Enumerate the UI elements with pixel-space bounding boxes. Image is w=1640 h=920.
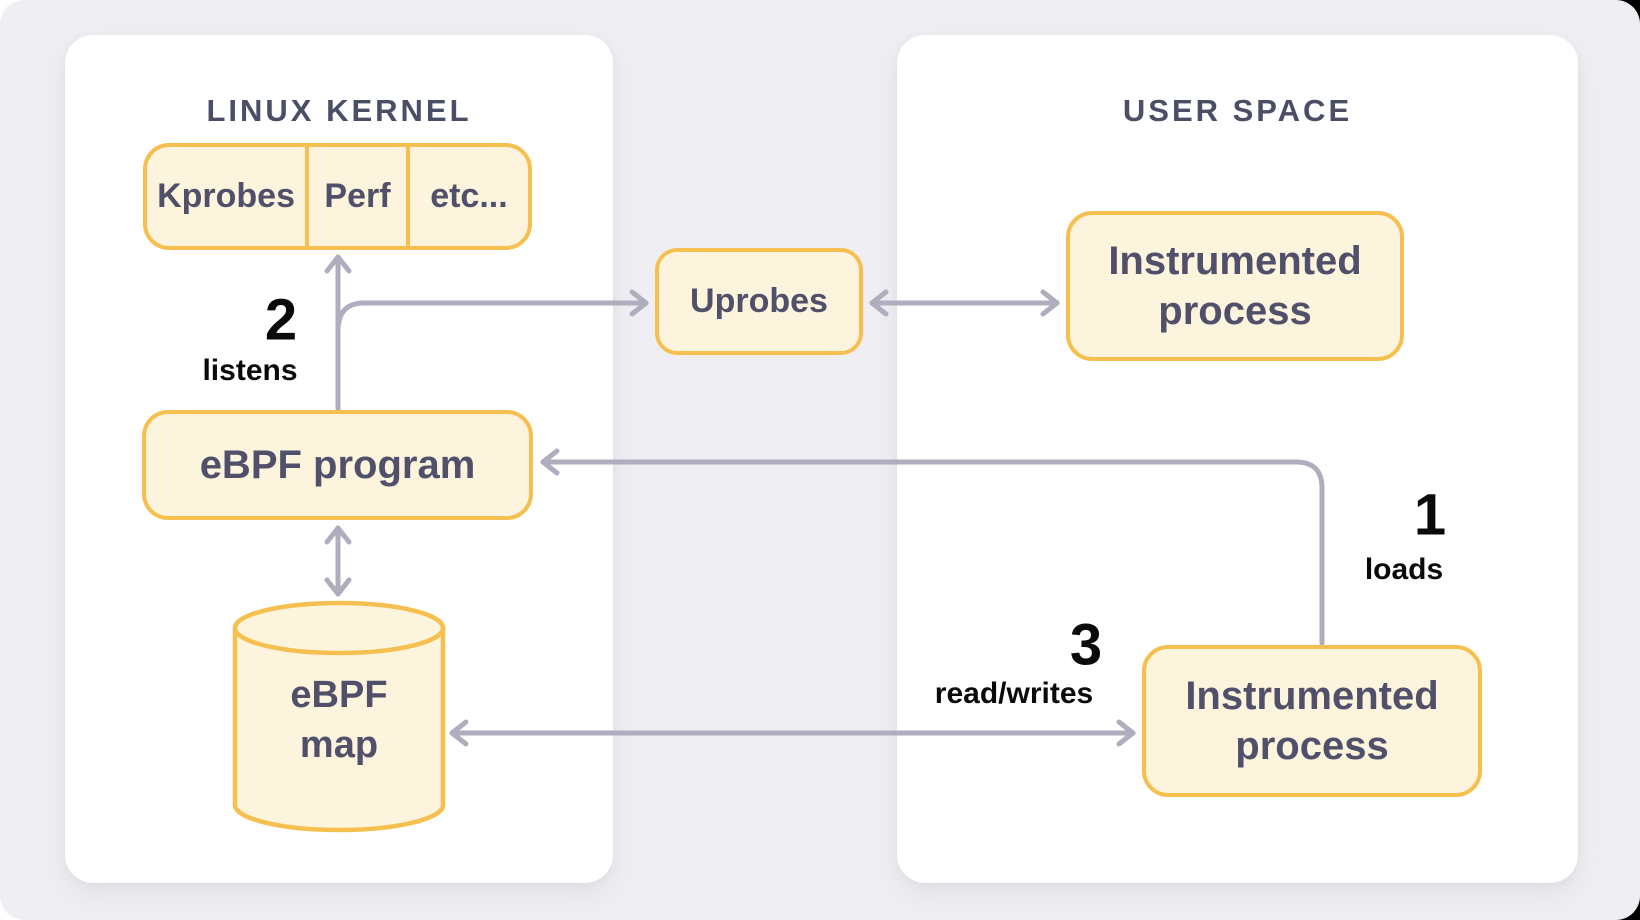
step-1-number: 1	[1413, 482, 1447, 548]
step-3-label: read/writes	[934, 677, 1094, 710]
instrumented-process-top-node: Instrumented process	[1066, 211, 1404, 361]
ebpf-program-node: eBPF program	[142, 410, 533, 520]
ebpf-map-line1: eBPF	[290, 674, 388, 717]
uprobes-node: Uprobes	[655, 248, 863, 355]
arrow-loads	[540, 448, 1325, 646]
step-3-number: 3	[1069, 612, 1103, 678]
ebpf-map-line2: map	[299, 723, 379, 766]
panel-title-user-space: USER SPACE	[1122, 93, 1353, 128]
instrumented-process-bottom-node: Instrumented process	[1142, 645, 1482, 797]
etc-cell: etc...	[430, 177, 508, 215]
panel-title-linux-kernel: LINUX KERNEL	[206, 93, 472, 128]
ebpf-map-cylinder	[232, 600, 446, 833]
perf-cell: Perf	[305, 147, 410, 246]
step-2-label: listens	[202, 354, 298, 387]
kprobes-cell: Kprobes	[157, 177, 296, 215]
ebpf-map-label: eBPF map	[235, 628, 443, 813]
arrow-program-to-uprobes	[335, 289, 649, 334]
kprobes-row: Kprobes Perf etc...	[143, 143, 532, 250]
step-1-label: loads	[1364, 553, 1444, 586]
step-2-number: 2	[264, 287, 298, 353]
